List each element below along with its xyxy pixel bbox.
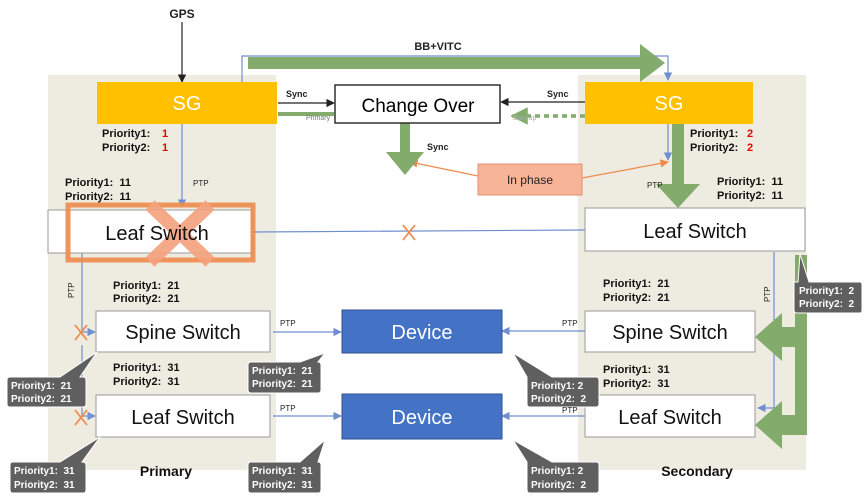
leaf-switch-secondary-top-label: Leaf Switch [643, 221, 746, 243]
ptp-label-leaf-secondary: PTP [562, 406, 578, 415]
sg-secondary-p1-val: 2 [747, 128, 753, 140]
sg-primary-p2-val: 1 [162, 142, 168, 154]
in-phase-arrow-left [409, 159, 479, 177]
spine-s-prio1: Priority1: 21 [603, 278, 670, 290]
sg-secondary-p1-key: Priority1: [690, 128, 738, 140]
ptp-label-leaf-primary: PTP [280, 404, 296, 413]
sync-down-label: Sync [427, 142, 449, 152]
callout-shapes [6, 253, 863, 494]
leaf-p-bottom-prio2: Priority2: 31 [113, 376, 180, 388]
fault-marks [74, 224, 416, 426]
callout-device-top-left-p2: Priority2: 21 [252, 379, 313, 390]
sg-secondary-p2-val: 2 [747, 142, 753, 154]
changeover-label: Change Over [361, 96, 475, 117]
in-phase-box [477, 163, 583, 196]
leaf-switch-secondary-bottom-box [584, 394, 756, 438]
sg-secondary-p2-key: Priority2: [690, 142, 738, 154]
ptp-label-secondary-vertical: PTP [763, 286, 772, 302]
spine-switch-secondary-label: Spine Switch [612, 322, 728, 344]
device-top-box [341, 309, 503, 354]
leaf-s-top-prio2: Priority2: 11 [717, 190, 783, 202]
sg-secondary-box [585, 82, 753, 124]
device-top-label: Device [391, 322, 452, 344]
ptp-label-primary-vertical: PTP [67, 282, 76, 298]
callout-device-bottom-right-p2: Priority2: 2 [531, 480, 586, 491]
leaf-p-top-prio2: Priority2: 11 [65, 191, 131, 203]
leaf-s-bottom-prio1: Priority1: 31 [603, 364, 670, 376]
leaf-s-top-prio1: Priority1: 11 [717, 176, 783, 188]
leaf-switch-primary-bottom-box [95, 394, 271, 438]
sg-secondary-label: SG [655, 93, 684, 115]
spine-switch-primary-label: Spine Switch [125, 322, 241, 344]
sg-primary-p1-key: Priority1: [102, 128, 150, 140]
spine-switch-secondary-box [584, 310, 756, 353]
callout-device-bottom-left-p2: Priority2: 31 [252, 480, 313, 491]
leaf-s-bottom-prio2: Priority2: 31 [603, 378, 670, 390]
ptp-label-spine-primary: PTP [280, 319, 296, 328]
leaf-switch-failure-x [145, 200, 215, 267]
leaf-switch-primary-top-label: Leaf Switch [105, 223, 208, 245]
sg-primary-box [97, 82, 277, 124]
sg-primary-p1-val: 1 [162, 128, 168, 140]
spine-switch-primary-box [95, 310, 271, 353]
callout-device-top-right-p2: Priority2: 2 [531, 394, 586, 405]
leaf-p-top-prio1: Priority1: 11 [65, 177, 131, 189]
gps-label: GPS [169, 7, 194, 21]
callout-right-secondary-p2: Priority2: 2 [799, 299, 854, 310]
callout-device-top-left-p1: Priority1: 21 [252, 366, 313, 377]
callout-spine-primary-p1: Priority1: 21 [11, 381, 72, 392]
callout-device-top-right-p1: Priority1: 2 [531, 381, 584, 392]
leaf-p-bottom-prio1: Priority1: 31 [113, 362, 180, 374]
secondary-panel-label: Secondary [661, 463, 733, 479]
leaf-switch-secondary-bottom-label: Leaf Switch [618, 407, 721, 429]
ptp-label-sg-primary: PTP [193, 179, 209, 188]
ptp-label-spine-secondary: PTP [562, 319, 578, 328]
callout-device-bottom-left-p1: Priority1: 31 [252, 466, 313, 477]
sync-left-label: Sync [286, 89, 308, 99]
bb-vitc-label: BB+VITC [414, 41, 461, 53]
callout-spine-primary-p2: Priority2: 21 [11, 394, 72, 405]
ptp-label-sg-secondary: PTP [647, 181, 663, 190]
sg-primary-label: SG [173, 93, 202, 115]
leaf-switch-primary-bottom-label: Leaf Switch [131, 407, 234, 429]
spine-s-prio2: Priority2: 21 [603, 292, 670, 304]
primary-small-label: Primary [306, 115, 331, 122]
backup-small-label: Backup [513, 115, 536, 122]
leaf-switch-secondary-top-box [584, 207, 806, 252]
device-bottom-label: Device [391, 407, 452, 429]
callout-leaf-primary-p1: Priority1: 31 [14, 466, 75, 477]
primary-panel-label: Primary [140, 463, 192, 479]
changeover-box [334, 84, 501, 124]
spine-p-prio2: Priority2: 21 [113, 293, 180, 305]
callout-device-bottom-right-p1: Priority1: 2 [531, 466, 584, 477]
callout-right-secondary-p1: Priority1: 2 [799, 286, 854, 297]
sg-primary-p2-key: Priority2: [102, 142, 150, 154]
spine-p-prio1: Priority1: 21 [113, 280, 180, 292]
in-phase-label: In phase [507, 173, 553, 187]
sync-right-label: Sync [547, 89, 569, 99]
device-bottom-box [341, 393, 503, 440]
callout-leaf-primary-p2: Priority2: 31 [14, 480, 75, 491]
in-phase-arrow-right [581, 159, 669, 179]
